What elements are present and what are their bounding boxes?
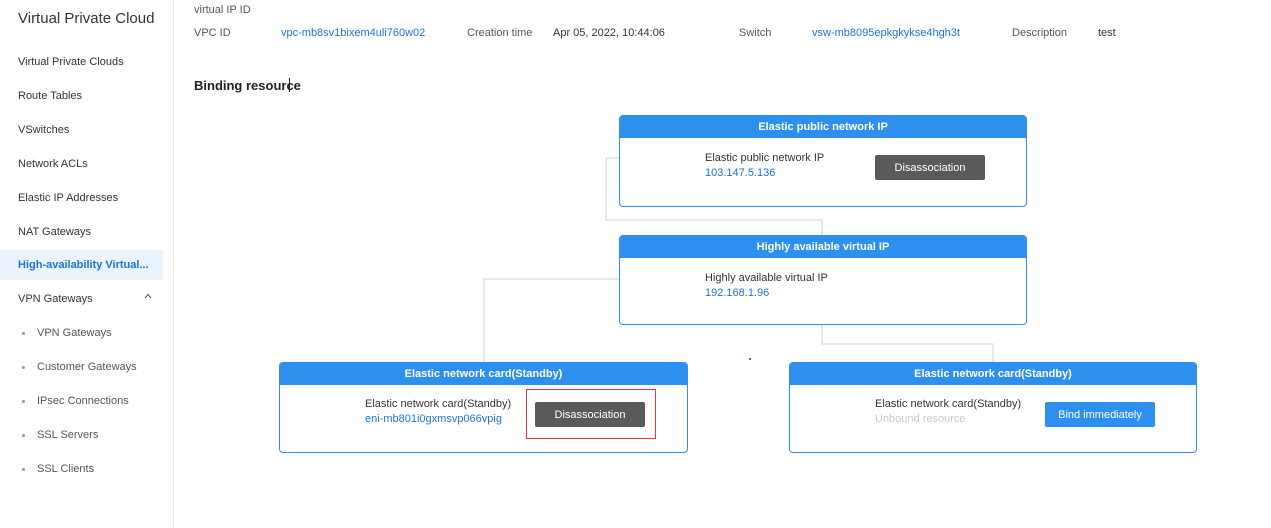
eip-disassociation-button[interactable]: Disassociation xyxy=(875,155,985,180)
eni-id-link[interactable]: eni-mb801i0gxmsvp066vpig xyxy=(365,413,502,425)
sidebar-subitem-label: SSL Clients xyxy=(37,463,95,475)
binding-resource-title: Binding resource xyxy=(194,78,301,93)
eni-standby-left-card: Elastic network card(Standby) Elastic ne… xyxy=(279,362,688,453)
sidebar-item-vpn-gateways-group[interactable]: VPN Gateways xyxy=(0,284,163,314)
bind-immediately-button[interactable]: Bind immediately xyxy=(1045,402,1155,427)
havip-card: Highly available virtual IP Highly avail… xyxy=(619,235,1027,325)
eni-right-card-label: Elastic network card(Standby) xyxy=(875,398,1022,410)
eip-card-label: Elastic public network IP xyxy=(705,152,825,164)
bullet-icon xyxy=(22,365,25,369)
sidebar-subitem-label: Customer Gateways xyxy=(37,361,137,373)
eip-card-header: Elastic public network IP xyxy=(620,116,1026,138)
sidebar-item-high-availability-virtual-ip[interactable]: High-availability Virtual... xyxy=(0,250,163,280)
vpc-id-link[interactable]: vpc-mb8sv1bixem4uli760w02 xyxy=(281,27,426,39)
description-value: test xyxy=(1098,27,1116,39)
bullet-icon xyxy=(22,433,25,437)
eni-left-card-header: Elastic network card(Standby) xyxy=(280,363,687,385)
stray-dot xyxy=(749,358,751,360)
chevron-up-icon[interactable] xyxy=(143,284,153,314)
sidebar-item-virtual-private-clouds[interactable]: Virtual Private Clouds xyxy=(18,56,124,68)
description-label: Description xyxy=(1012,27,1068,39)
sidebar-subitem-ssl-servers[interactable]: SSL Servers xyxy=(0,420,163,450)
sidebar-subitem-customer-gateways[interactable]: Customer Gateways xyxy=(0,352,163,382)
bullet-icon xyxy=(22,467,25,471)
sidebar-subitem-ipsec-connections[interactable]: IPsec Connections xyxy=(0,386,163,416)
switch-link[interactable]: vsw-mb8095epkgkykse4hgh3t xyxy=(812,27,960,39)
bullet-icon xyxy=(22,331,25,335)
unbound-resource-text: Unbound resource xyxy=(875,413,966,425)
havip-card-label: Highly available virtual IP xyxy=(705,272,828,284)
sidebar-subitem-ssl-clients[interactable]: SSL Clients xyxy=(0,454,163,484)
sidebar-item-network-acls[interactable]: Network ACLs xyxy=(18,158,88,170)
sidebar-item-route-tables[interactable]: Route Tables xyxy=(18,90,83,102)
sidebar-item-vswitches[interactable]: VSwitches xyxy=(18,124,70,136)
eip-address-link[interactable]: 103.147.5.136 xyxy=(705,167,776,179)
virtual-ip-id-label: virtual IP ID xyxy=(194,4,251,16)
eni-standby-right-card: Elastic network card(Standby) Elastic ne… xyxy=(789,362,1197,453)
eip-card: Elastic public network IP Elastic public… xyxy=(619,115,1027,207)
eni-disassociation-button[interactable]: Disassociation xyxy=(535,402,645,427)
sidebar: Virtual Private Cloud Virtual Private Cl… xyxy=(0,0,174,528)
text-cursor xyxy=(289,78,290,92)
switch-label: Switch xyxy=(739,27,772,39)
connector-havip-eni-right xyxy=(821,325,994,362)
vpc-id-label: VPC ID xyxy=(194,27,231,39)
connector-havip-eni-left xyxy=(483,278,619,362)
eni-left-card-label: Elastic network card(Standby) xyxy=(365,398,512,410)
sidebar-subitem-vpn-gateways[interactable]: VPN Gateways xyxy=(0,318,163,348)
sidebar-subitem-label: SSL Servers xyxy=(37,429,99,441)
highlight-box xyxy=(526,389,656,439)
havip-card-header: Highly available virtual IP xyxy=(620,236,1026,258)
bullet-icon xyxy=(22,399,25,403)
sidebar-item-elastic-ip-addresses[interactable]: Elastic IP Addresses xyxy=(18,192,119,204)
havip-address-link[interactable]: 192.168.1.96 xyxy=(705,287,770,299)
connector-eip-havip xyxy=(605,157,823,235)
sidebar-subitem-label: IPsec Connections xyxy=(37,395,129,407)
sidebar-title: Virtual Private Cloud xyxy=(18,10,155,27)
sidebar-item-label: VPN Gateways xyxy=(18,293,93,305)
creation-time-value: Apr 05, 2022, 10:44:06 xyxy=(553,27,665,39)
eni-right-card-header: Elastic network card(Standby) xyxy=(790,363,1196,385)
sidebar-subitem-label: VPN Gateways xyxy=(37,327,112,339)
sidebar-item-nat-gateways[interactable]: NAT Gateways xyxy=(18,226,91,238)
creation-time-label: Creation time xyxy=(467,27,533,39)
